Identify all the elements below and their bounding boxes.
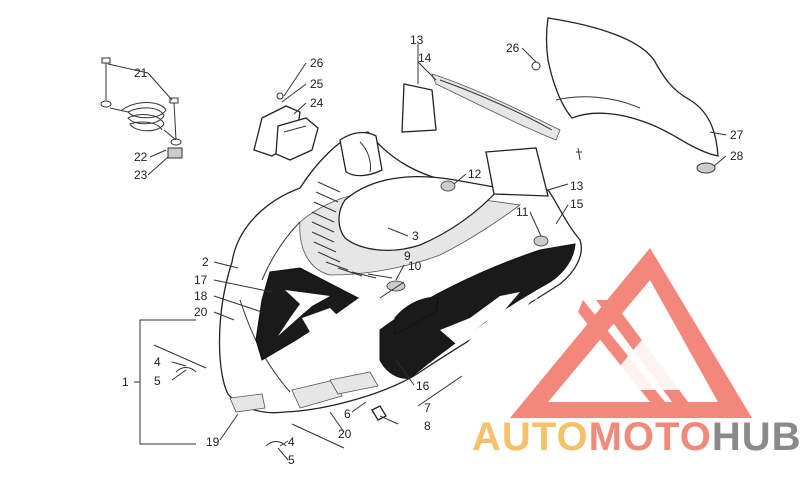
callout-3: 3 [412,229,419,243]
leader-lines [107,44,727,461]
callout-26: 26 [310,56,324,70]
callout-8: 8 [424,419,431,433]
callout-labels: 1 2 3 4 5 6 7 8 9 10 11 12 13 14 15 16 1… [122,33,744,467]
watermark-brand-text: AUTOMOTOHUB [472,415,800,459]
callout-26-windshield: 26 [506,41,520,55]
callout-18: 18 [194,289,208,303]
callout-5: 5 [154,374,161,388]
callout-23: 23 [134,168,148,182]
callout-5-lower: 5 [288,453,295,467]
callout-13: 13 [410,33,424,47]
callout-24: 24 [310,96,324,110]
callout-10: 10 [408,259,422,273]
left-decal [255,267,359,361]
callout-25: 25 [310,77,324,91]
callout-22: 22 [134,150,148,164]
callout-9: 9 [404,249,411,263]
callout-13-right: 13 [570,179,584,193]
callout-20-lower: 20 [338,427,352,441]
windshield-trim [431,73,561,141]
hood-spring-assembly [100,57,183,159]
callout-12: 12 [468,167,482,181]
callout-1: 1 [122,375,129,389]
watermark-logo [510,248,752,418]
callout-4: 4 [154,355,161,369]
callout-14: 14 [418,51,432,65]
callout-4-lower: 4 [288,435,295,449]
hood-vents [311,181,393,279]
windshield [545,17,719,157]
callout-2: 2 [202,255,209,269]
wind-deflector-right [485,147,549,197]
washer-28 [696,162,716,174]
callout-28: 28 [730,149,744,163]
callout-21: 21 [134,66,148,80]
callout-27: 27 [730,128,744,142]
callout-6: 6 [344,407,351,421]
callout-19: 19 [206,435,220,449]
callout-16: 16 [416,379,430,393]
callout-15: 15 [570,197,584,211]
callout-7: 7 [424,401,431,415]
wind-deflector-left [401,83,437,133]
callout-17: 17 [194,273,208,287]
callout-11: 11 [516,205,529,219]
callout-20: 20 [194,305,208,319]
